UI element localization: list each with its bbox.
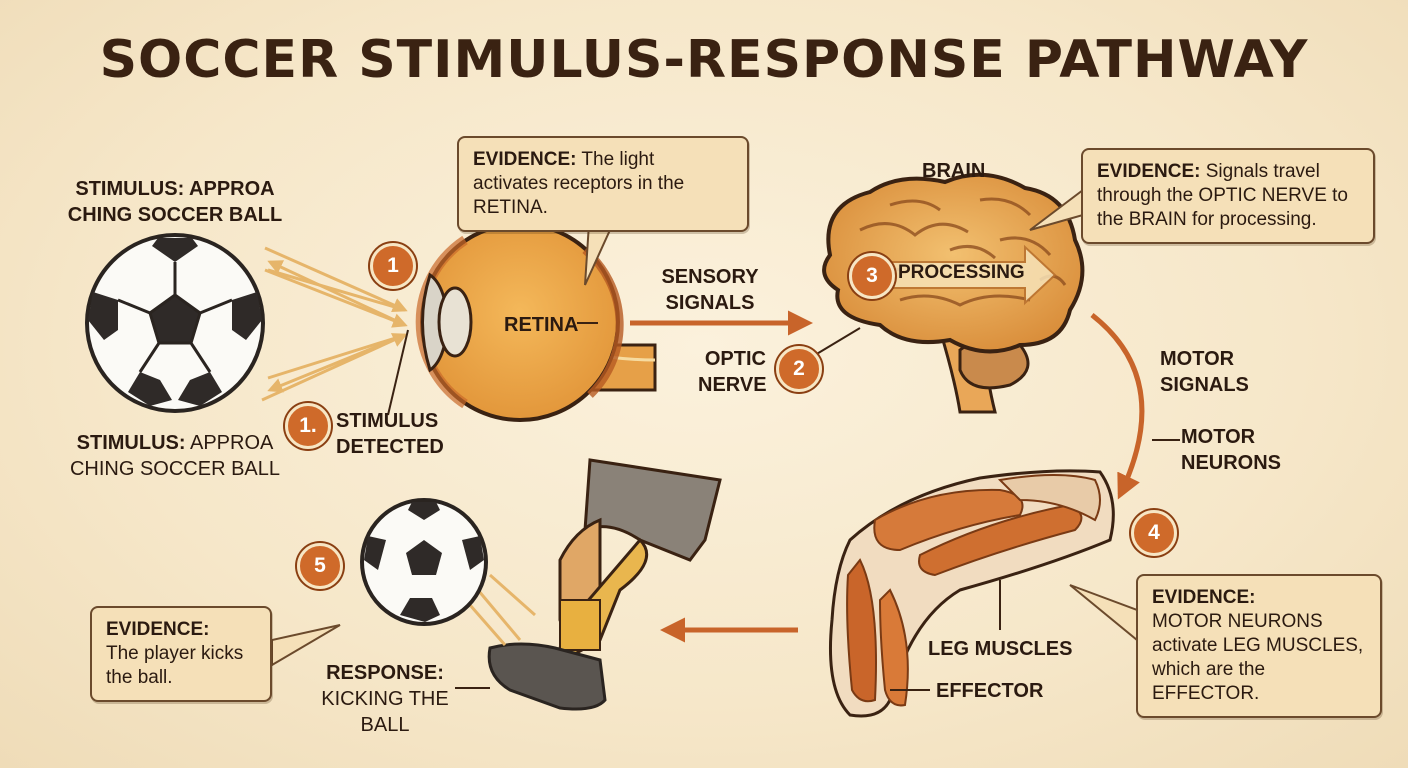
kicking-leg-illustration [455, 458, 722, 711]
step-badge-4: 4 [1131, 510, 1177, 556]
motor-signals-line2: SIGNALS [1160, 374, 1249, 396]
brain-evidence-text: Signals travel through the OPTIC NERVE t… [1097, 161, 1348, 230]
stimulus-label-top-line1: STIMULUS: APPROA [75, 178, 275, 200]
muscle-evidence-callout: EVIDENCE: MOTOR NEURONS activate LEG MUS… [1136, 574, 1382, 718]
response-evidence-prefix: EVIDENCE: [106, 619, 210, 640]
kicked-ball-icon [360, 498, 488, 626]
motor-signal-arrow [1090, 313, 1145, 500]
response-label-line2: KICKING THE [321, 688, 449, 710]
stimulus-detected-line2: DETECTED [336, 436, 444, 458]
response-label: RESPONSE: KICKING THE BALL [320, 660, 450, 738]
sensory-signals-label: SENSORY SIGNALS [650, 264, 770, 316]
stimulus-label-bottom: STIMULUS: APPROA CHING SOCCER BALL [40, 430, 310, 482]
effector-label: EFFECTOR [936, 680, 1044, 702]
sensory-signals-line1: SENSORY [661, 266, 759, 288]
stimulus-label-top: STIMULUS: APPROA CHING SOCCER BALL [40, 176, 310, 228]
stimulus-label-top-line2: CHING SOCCER BALL [67, 204, 283, 226]
brain-evidence-prefix: EVIDENCE: [1097, 161, 1201, 182]
kick-motion-lines [468, 573, 536, 646]
response-callout-pointer [271, 624, 341, 667]
optic-nerve-leader [814, 327, 861, 356]
stimulus-detected-line1: STIMULUS [336, 410, 439, 432]
motor-signals-label: MOTOR SIGNALS [1160, 346, 1249, 398]
stimulus-label-bottom-line2: CHING SOCCER BALL [69, 458, 281, 480]
eye-evidence-callout: EVIDENCE: The light activates receptors … [457, 136, 749, 232]
response-label-line1: RESPONSE: [326, 662, 444, 684]
muscle-callout-pointer [1069, 584, 1138, 643]
eye-evidence-prefix: EVIDENCE: [473, 149, 577, 170]
retina-label: RETINA [504, 314, 579, 336]
brain-label: BRAIN [922, 160, 986, 182]
motor-neurons-line2: NEURONS [1181, 452, 1282, 474]
sensory-signals-line2: SIGNALS [665, 292, 755, 314]
response-evidence-callout: EVIDENCE: The player kicks the ball. [90, 606, 272, 702]
stimulus-label-bottom-prefix: STIMULUS: [76, 432, 186, 454]
step-badge-2: 2 [776, 346, 822, 392]
page-title: SOCCER STIMULUS-RESPONSE PATHWAY [99, 30, 1309, 90]
eye-evidence-text: The light activates receptors in the RET… [473, 149, 685, 218]
light-rays [261, 246, 408, 402]
response-evidence-text: The player kicks the ball. [106, 643, 244, 688]
stimulus-detected-label: STIMULUS DETECTED [336, 408, 444, 460]
response-label-line3: BALL [360, 714, 410, 736]
motor-signals-line1: MOTOR [1160, 348, 1235, 370]
processing-label: PROCESSING [898, 262, 1025, 283]
muscle-evidence-text: MOTOR NEURONS activate LEG MUSCLES, whic… [1152, 611, 1364, 704]
step-badge-5: 5 [297, 543, 343, 589]
optic-nerve-label: OPTIC NERVE [698, 346, 767, 398]
optic-nerve-line1: OPTIC [704, 348, 766, 370]
muscle-evidence-prefix: EVIDENCE: [1152, 587, 1256, 608]
stimulus-label-bottom-rest: APPROA [185, 432, 274, 454]
motor-neurons-label: MOTOR NEURONS [1181, 424, 1281, 476]
soccer-ball-icon [85, 233, 265, 413]
step-badge-3: 3 [849, 253, 895, 299]
eye-illustration [387, 222, 657, 422]
brain-illustration [822, 172, 1085, 414]
leg-muscles-illustration [829, 469, 1115, 718]
step-badge-1: 1 [370, 243, 416, 289]
step-badge-1b: 1. [285, 403, 331, 449]
motor-neurons-line1: MOTOR [1181, 426, 1256, 448]
leg-muscles-label: LEG MUSCLES [928, 638, 1073, 660]
optic-nerve-line2: NERVE [698, 374, 767, 396]
brain-evidence-callout: EVIDENCE: Signals travel through the OPT… [1081, 148, 1375, 244]
